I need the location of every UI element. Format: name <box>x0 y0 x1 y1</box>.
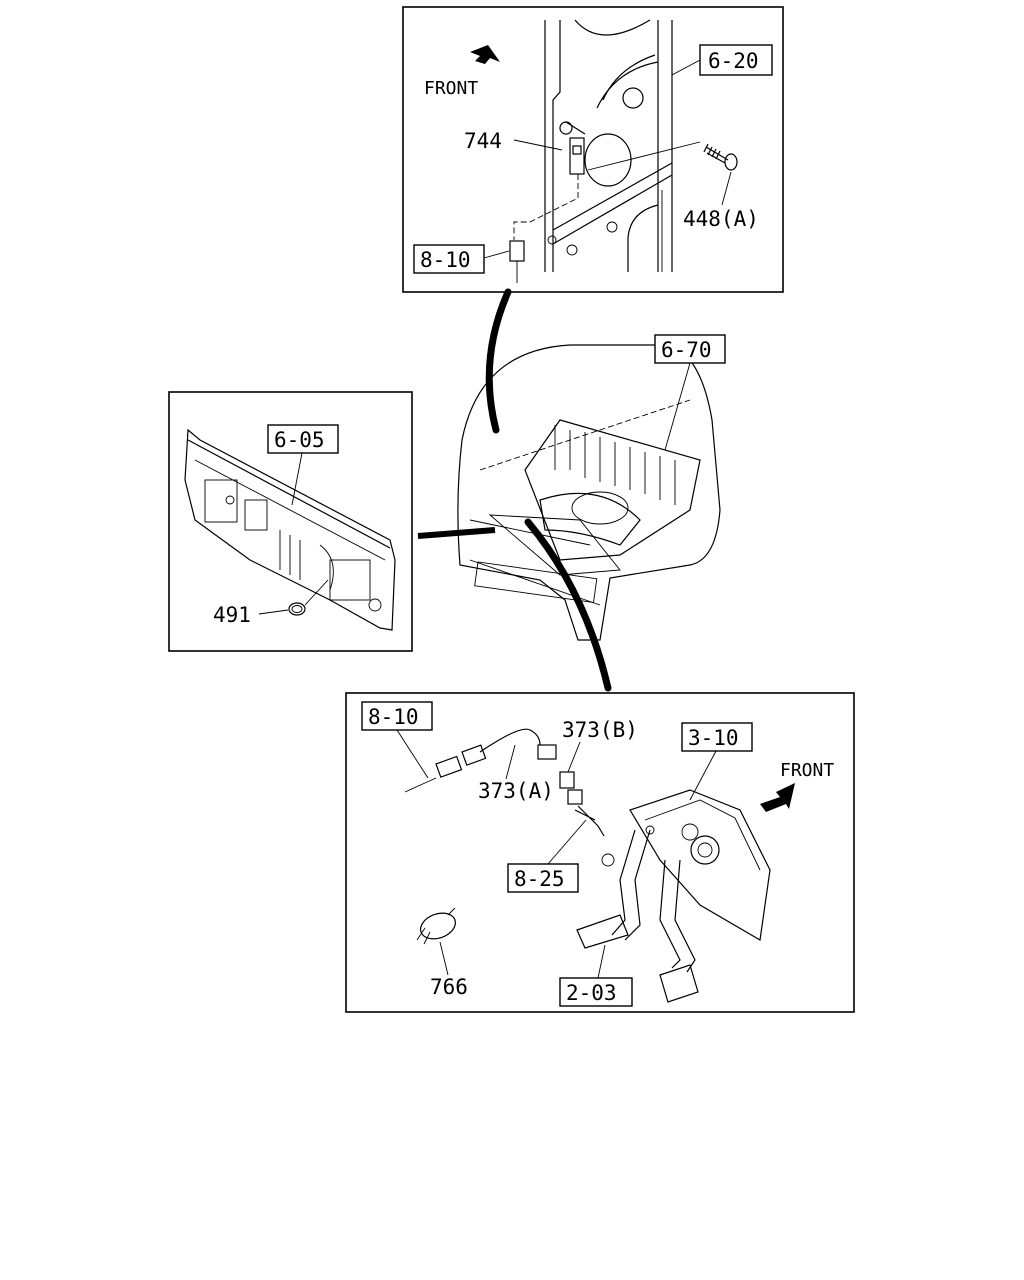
ref-label-6-70: 6-70 <box>661 338 712 362</box>
grommet-491 <box>288 602 306 616</box>
bottom-detail-panel: 8-10 373(B) 373(A) 3-10 FRONT <box>345 692 855 1013</box>
callout-373b: 373(B) <box>562 718 638 742</box>
bolt-448a <box>587 141 738 171</box>
callout-448a: 448(A) <box>683 207 759 231</box>
pedal-assembly <box>576 789 771 1003</box>
left-panel-frame <box>168 391 413 652</box>
callout-491: 491 <box>213 603 251 627</box>
bottom-panel-frame <box>345 692 855 1013</box>
front-label-bottom: FRONT <box>780 760 834 781</box>
ref-box-3-10 <box>681 722 753 752</box>
leader-arc-bottom <box>524 518 612 692</box>
switch-744 <box>509 121 586 283</box>
callout-744: 744 <box>464 129 502 153</box>
ref-box-8-25 <box>507 863 579 893</box>
front-arrow-icon-bottom <box>760 783 795 812</box>
callout-766: 766 <box>430 975 468 999</box>
left-detail-panel: 6-05 491 <box>168 391 413 652</box>
front-arrow-icon <box>470 45 500 64</box>
top-detail-panel: FRONT 6-20 744 448(A) 8-10 <box>402 6 784 293</box>
ref-label-6-05: 6-05 <box>274 428 325 452</box>
ref-label-6-20: 6-20 <box>708 49 759 73</box>
clip-766 <box>416 907 457 945</box>
ref-box-2-03 <box>559 977 633 1007</box>
cab-drawing <box>457 344 721 641</box>
pillar-drawing <box>544 19 673 272</box>
ref-label-8-10-top: 8-10 <box>420 248 471 272</box>
ref-label-8-10-bottom: 8-10 <box>368 705 419 729</box>
harness-373 <box>404 728 615 867</box>
front-label-top: FRONT <box>424 78 478 99</box>
ref-label-2-03: 2-03 <box>566 981 617 1005</box>
leader-line-left <box>417 527 496 539</box>
ref-box-8-10-bottom <box>361 701 433 731</box>
leader-arc-top <box>485 288 512 434</box>
ref-box-8-10-top <box>413 244 485 274</box>
dash-panel-drawing <box>184 428 396 631</box>
ref-box-6-05 <box>267 424 339 454</box>
callout-373a: 373(A) <box>478 779 554 803</box>
ref-label-3-10: 3-10 <box>688 726 739 750</box>
ref-label-8-25: 8-25 <box>514 867 565 891</box>
top-panel-frame <box>402 6 784 293</box>
ref-box-6-70 <box>654 334 726 364</box>
